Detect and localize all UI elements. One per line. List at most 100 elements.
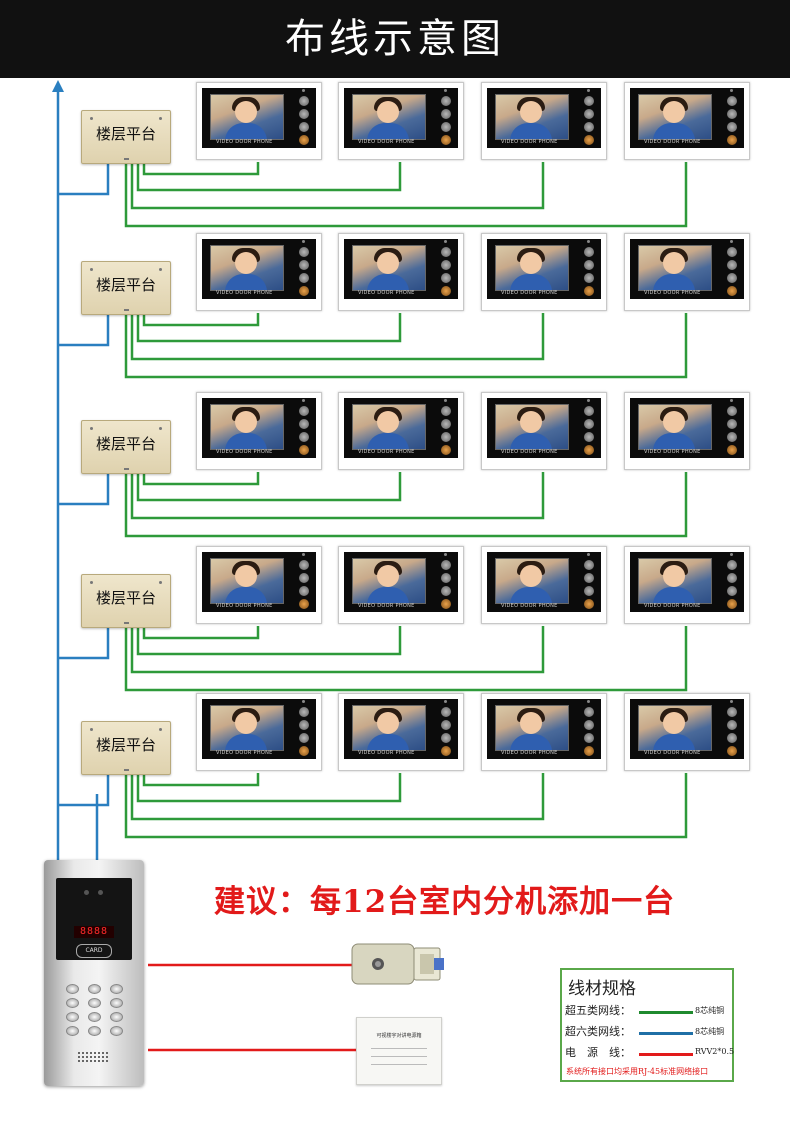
- monitor-button-icon: [441, 122, 451, 132]
- speaker-grille: [106, 1052, 108, 1054]
- monitor-panel: VIDEO DOOR PHONE: [344, 699, 458, 759]
- screen-figure: [225, 433, 267, 449]
- speaker-grille: [90, 1060, 92, 1062]
- monitor-brand: VIDEO DOOR PHONE: [216, 603, 273, 609]
- screw-icon: [90, 728, 93, 731]
- monitor-button-icon: [727, 109, 737, 119]
- monitor-button-icon: [727, 406, 737, 416]
- monitor-brand: VIDEO DOOR PHONE: [644, 449, 701, 455]
- screen-figure: [520, 252, 542, 274]
- cat5-cable: [136, 773, 402, 803]
- legend-row-power: 电 源 线： RVV2*0.5: [565, 1044, 734, 1062]
- door-station-panel: 8888 CARD: [56, 878, 132, 960]
- monitor-screen: [210, 245, 284, 291]
- indoor-monitor: VIDEO DOOR PHONE: [338, 693, 464, 771]
- screen-figure: [235, 411, 257, 433]
- screen-figure: [367, 433, 409, 449]
- speaker-grille: [98, 1060, 100, 1062]
- monitor-screen: [210, 404, 284, 450]
- cat6-cable: [58, 626, 110, 660]
- monitor-button-icon: [441, 96, 451, 106]
- cat6-cable: [58, 313, 110, 347]
- wire-spec-legend: 线材规格 超五类网线： 8芯纯铜 超六类网线： 8芯纯铜 电 源 线： RVV2…: [560, 968, 734, 1082]
- monitor-button-icon: [727, 260, 737, 270]
- screen-figure: [510, 274, 552, 290]
- monitor-screen: [210, 94, 284, 140]
- indoor-monitor: VIDEO DOOR PHONE: [338, 233, 464, 311]
- monitor-screen: [495, 558, 569, 604]
- led-icon: [730, 89, 733, 92]
- card-reader-icon: CARD: [76, 944, 112, 958]
- monitor-screen: [495, 705, 569, 751]
- speaker-grille: [82, 1056, 84, 1058]
- unlock-button-icon: [584, 746, 594, 756]
- unlock-button-icon: [727, 599, 737, 609]
- monitor-screen: [638, 245, 712, 291]
- indoor-monitor: VIDEO DOOR PHONE: [481, 392, 607, 470]
- monitor-button-icon: [727, 432, 737, 442]
- cat5-cable: [136, 313, 402, 343]
- screen-figure: [653, 433, 695, 449]
- monitor-button-icon: [441, 707, 451, 717]
- led-icon: [302, 700, 305, 703]
- cat6-cable: [58, 472, 110, 506]
- monitor-brand: VIDEO DOOR PHONE: [358, 139, 415, 145]
- legend-row-spec: 8芯纯铜: [695, 1006, 725, 1015]
- spec-line: [371, 1056, 427, 1057]
- cat6-cable: [58, 773, 110, 807]
- led-icon: [302, 240, 305, 243]
- monitor-brand: VIDEO DOOR PHONE: [501, 449, 558, 455]
- monitor-screen: [210, 705, 284, 751]
- led-icon: [302, 399, 305, 402]
- cat5-cable: [130, 626, 545, 674]
- monitor-panel: VIDEO DOOR PHONE: [487, 88, 601, 148]
- monitor-button-icon: [727, 560, 737, 570]
- unlock-button-icon: [441, 599, 451, 609]
- screen-figure: [510, 123, 552, 139]
- monitor-button-icon: [299, 586, 309, 596]
- screw-icon: [90, 581, 93, 584]
- speaker-grille: [90, 1052, 92, 1054]
- legend-row-name: 超六类网线：: [565, 1025, 631, 1038]
- unlock-button-icon: [727, 746, 737, 756]
- screen-figure: [510, 734, 552, 750]
- cat5-cable: [130, 162, 545, 210]
- monitor-brand: VIDEO DOOR PHONE: [501, 750, 558, 756]
- monitor-button-icon: [299, 122, 309, 132]
- unlock-button-icon: [584, 599, 594, 609]
- indoor-monitor: VIDEO DOOR PHONE: [624, 693, 750, 771]
- unlock-button-icon: [299, 286, 309, 296]
- keypad-key: [88, 984, 101, 994]
- monitor-screen: [495, 94, 569, 140]
- speaker-grille: [98, 1052, 100, 1054]
- cat5-cable: [124, 626, 688, 692]
- indoor-monitor: VIDEO DOOR PHONE: [624, 392, 750, 470]
- monitor-button-icon: [727, 273, 737, 283]
- monitor-button-icon: [727, 122, 737, 132]
- monitor-button-icon: [441, 109, 451, 119]
- unlock-button-icon: [299, 599, 309, 609]
- indoor-monitor: VIDEO DOOR PHONE: [196, 546, 322, 624]
- led-icon: [444, 700, 447, 703]
- unlock-button-icon: [727, 286, 737, 296]
- monitor-panel: VIDEO DOOR PHONE: [344, 398, 458, 458]
- keypad-key: [88, 998, 101, 1008]
- unlock-button-icon: [727, 445, 737, 455]
- monitor-button-icon: [584, 733, 594, 743]
- monitor-brand: VIDEO DOOR PHONE: [216, 290, 273, 296]
- keypad-key: [88, 1012, 101, 1022]
- monitor-panel: VIDEO DOOR PHONE: [630, 239, 744, 299]
- monitor-button-icon: [441, 247, 451, 257]
- floor-platform-box: 楼层平台: [81, 110, 171, 164]
- screen-figure: [377, 411, 399, 433]
- keypad-key: [66, 1026, 79, 1036]
- monitor-button-icon: [584, 96, 594, 106]
- monitor-screen: [210, 558, 284, 604]
- monitor-button-icon: [727, 419, 737, 429]
- keypad-key: [66, 998, 79, 1008]
- speaker-grille: [106, 1056, 108, 1058]
- floor-platform-box: 楼层平台: [81, 574, 171, 628]
- monitor-brand: VIDEO DOOR PHONE: [644, 750, 701, 756]
- screen-figure: [377, 101, 399, 123]
- cat5-cable: [142, 773, 260, 787]
